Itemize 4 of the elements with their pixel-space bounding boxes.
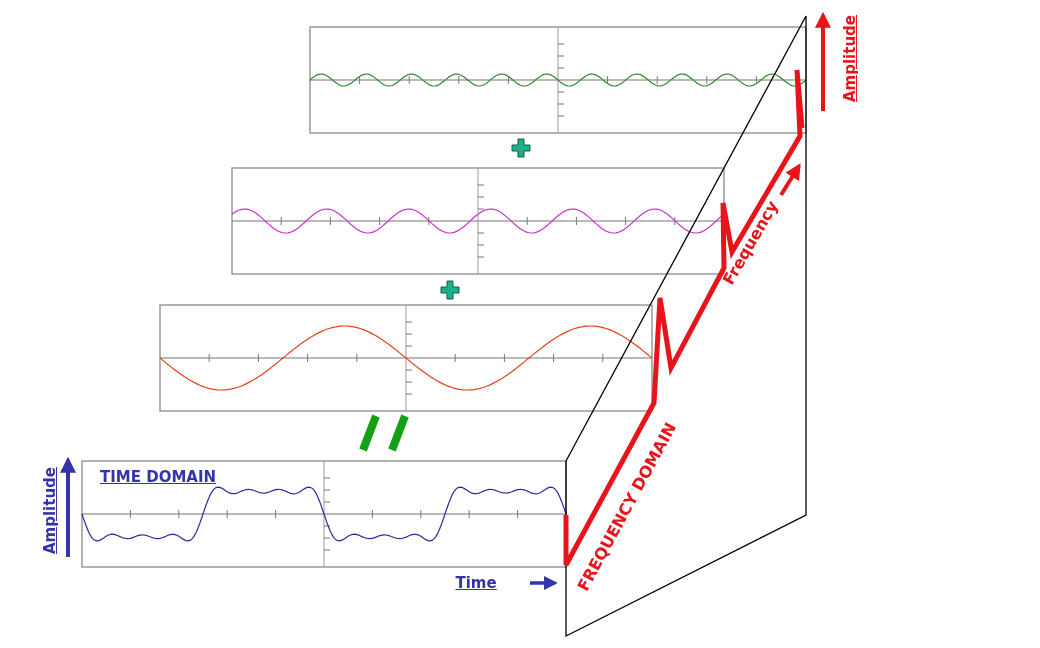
axis-label: Time xyxy=(455,575,497,591)
axis-label: Amplitude xyxy=(842,14,858,102)
axis-label: Amplitude xyxy=(42,466,58,554)
domain-label: TIME DOMAIN xyxy=(100,469,217,485)
